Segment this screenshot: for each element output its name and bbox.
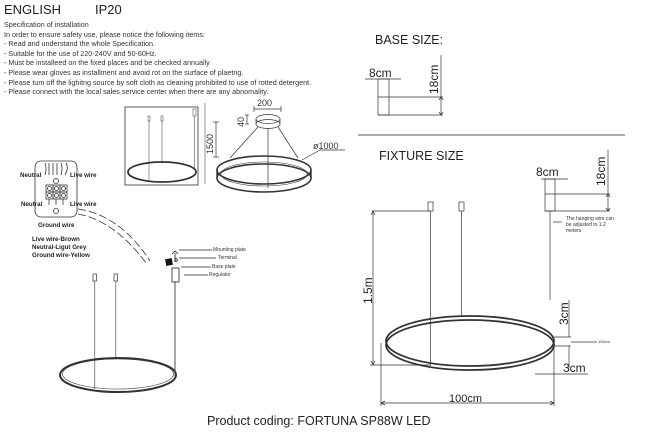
ring-height: 3cm <box>557 302 571 325</box>
legend-ground: Ground wire-Yellow <box>32 252 90 259</box>
base-size-title: BASE SIZE: <box>375 33 444 47</box>
ring-drawing-left <box>59 273 177 393</box>
spec-item: - Please wear gloves as installment and … <box>4 67 244 77</box>
spec-title: Specification of installation <box>4 20 89 29</box>
fixture-base-height: 18cm <box>594 156 608 186</box>
label-live-bottom: Live wire <box>70 201 97 208</box>
label-ground: Ground wire <box>38 222 75 229</box>
label-regulator: Regulator <box>209 272 231 278</box>
label-terminal: Terminal <box>218 255 237 261</box>
fixture-drop: 1.5m <box>361 277 375 304</box>
spec-item: - Read and understand the whole Specific… <box>4 39 156 49</box>
dim-diameter: ø1000 <box>313 141 339 151</box>
dashed-cable <box>77 208 151 264</box>
spec-item: - Please connect with the local sales se… <box>4 87 269 97</box>
product-coding: Product coding: FORTUNA SP88W LED <box>207 414 431 428</box>
dim-canopy-height: 40 <box>236 116 246 127</box>
dim-top-width: 200 <box>257 98 273 108</box>
fixture-base-width: 8cm <box>536 165 559 179</box>
fixture-diameter: 100cm <box>449 393 483 405</box>
label-live-top: Live wire <box>70 172 97 179</box>
dim-drop: 1500 <box>205 133 215 154</box>
legend-live: Live wire-Brown <box>32 236 80 243</box>
language-label: ENGLISH <box>4 2 62 17</box>
ring-depth: 3cm <box>563 361 586 375</box>
spec-intro: In order to ensure safety use, please no… <box>4 29 205 39</box>
spec-item: - Suitable for the use of 220-240V and 5… <box>4 48 157 58</box>
spec-item: - Must be installeed on the fixed places… <box>4 58 210 68</box>
product-photo <box>124 106 199 186</box>
label-neutral-top: Neutral <box>20 172 42 179</box>
fixture-3d-drawing <box>204 103 345 193</box>
base-width: 8cm <box>369 66 392 80</box>
hanging-wire-note: The hanging wire can be adjusted to 1.2 … <box>566 216 614 234</box>
fixture-size-title: FIXTURE SIZE <box>379 149 464 163</box>
label-base-plate: Base plate <box>212 264 236 270</box>
base-size-drawing <box>365 55 444 116</box>
base-height: 18cm <box>427 64 441 94</box>
spec-item: - Please tum off the lighitng source by … <box>4 77 312 87</box>
wire-color-legend: Live wire-Brown Neutral-Ligut Grey Groun… <box>32 236 90 260</box>
ip-rating: IP20 <box>95 2 122 17</box>
label-mounting-plate: Mounting plate <box>213 247 246 253</box>
specification-block: Specification of installation In order t… <box>4 20 311 97</box>
legend-neutral: Neutral-Ligut Grey <box>32 244 87 251</box>
fixture-size-drawing <box>370 150 611 406</box>
label-neutral-bottom: Neutral <box>21 201 43 208</box>
ring-side-note: 100cm <box>598 339 611 344</box>
mount-detail <box>165 249 216 378</box>
terminal-block-icon <box>34 160 78 218</box>
